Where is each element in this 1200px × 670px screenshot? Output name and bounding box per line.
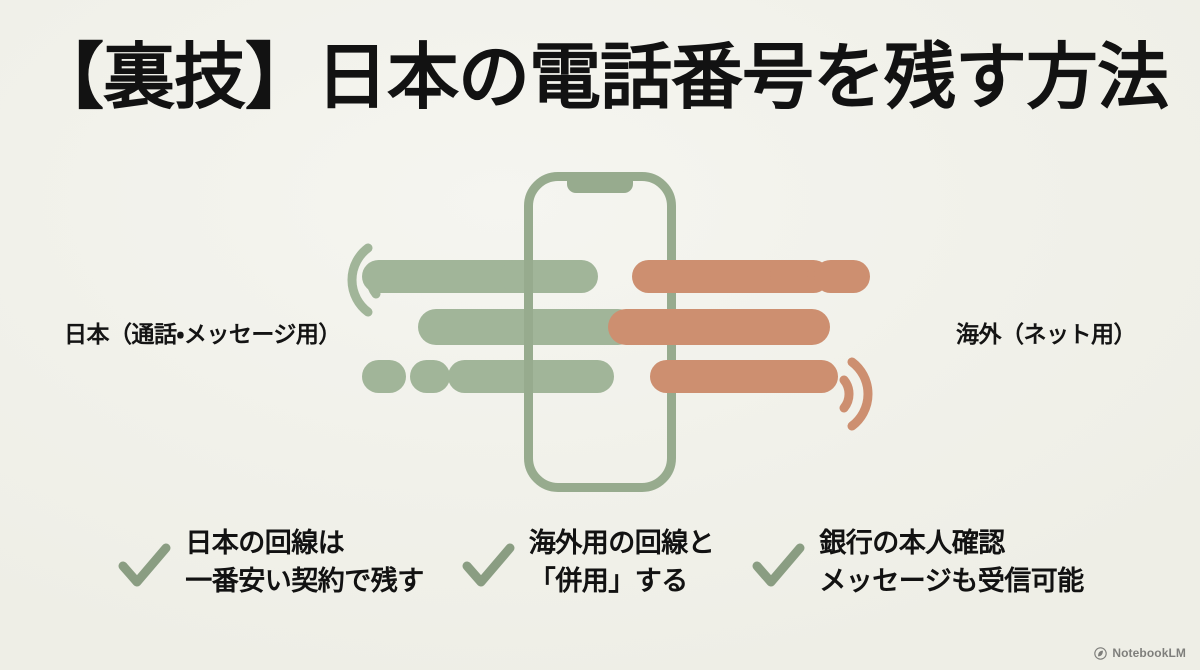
caption-right-overseas: 海外（ネット用） <box>956 321 1137 347</box>
checklist-item-3-text: 銀行の本人確認 メッセージも受信可能 <box>819 524 1084 601</box>
data-bar-left-r1b <box>500 260 598 293</box>
phone-notch <box>567 180 633 193</box>
checklist-item-2: 海外用の回線と 「併用」する <box>442 524 733 601</box>
checklist-item-1-line2: 一番安い契約で残す <box>185 566 424 597</box>
check-icon <box>116 537 172 593</box>
watermark-label: NotebookLM <box>1112 646 1186 660</box>
data-bar-right-r1b <box>814 260 870 293</box>
checklist-item-2-text: 海外用の回線と 「併用」する <box>529 524 715 601</box>
data-bar-right-r2a <box>608 309 830 345</box>
data-bar-right-r3a <box>650 360 838 393</box>
check-icon <box>750 537 806 593</box>
checklist-item-2-line2: 「併用」する <box>528 566 688 597</box>
data-dot-right-1 <box>770 260 808 293</box>
checklist-item-3-line2: メッセージも受信可能 <box>819 566 1084 597</box>
data-dot-left-1 <box>362 360 406 393</box>
checklist-item-3: 銀行の本人確認 メッセージも受信可能 <box>732 524 1101 601</box>
signal-waves-right-icon <box>839 357 873 431</box>
notebooklm-logo-icon <box>1094 646 1108 660</box>
check-icon <box>460 537 516 593</box>
page-title: 【裏技】日本の電話番号を残す方法 <box>31 38 1169 118</box>
checklist-item-3-line1: 銀行の本人確認 <box>819 528 1005 558</box>
dual-line-phone-illustration <box>0 160 1200 510</box>
caption-left-japan: 日本（通話・メッセージ用） <box>64 321 341 347</box>
checklist-item-1: 日本の回線は 一番安い契約で残す <box>98 524 442 601</box>
checklist-item-2-line1: 海外用の回線と <box>528 528 715 558</box>
checklist: 日本の回線は 一番安い契約で残す 海外用の回線と 「併用」する <box>0 524 1200 624</box>
data-dot-left-2 <box>410 360 450 393</box>
watermark: NotebookLM <box>1094 646 1186 660</box>
checklist-item-1-line1: 日本の回線は <box>185 528 345 558</box>
checklist-item-1-text: 日本の回線は 一番安い契約で残す <box>185 524 424 601</box>
